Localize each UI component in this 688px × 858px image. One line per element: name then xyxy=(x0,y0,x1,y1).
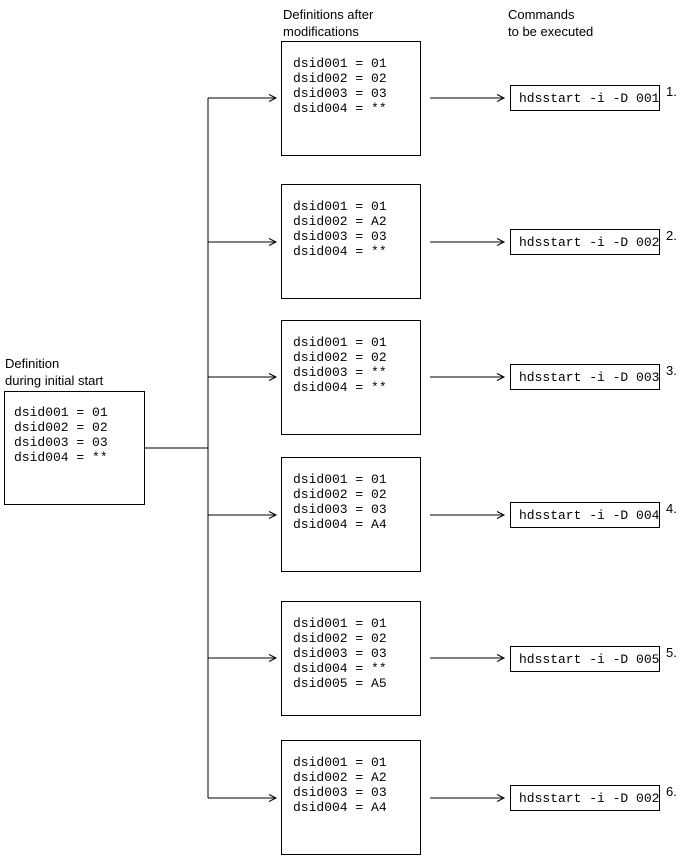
definition-line: dsid002 = A2 xyxy=(293,214,387,229)
definition-line: dsid003 = 03 xyxy=(293,229,387,244)
command-number-3: 3. xyxy=(666,363,677,378)
command-box-6: hdsstart -i -D 002 xyxy=(510,785,660,811)
command-box-3: hdsstart -i -D 003 xyxy=(510,364,660,390)
definition-line: dsid003 = 03 xyxy=(293,86,387,101)
definition-line: dsid004 = A4 xyxy=(293,800,387,815)
definition-line: dsid003 = 03 xyxy=(14,435,108,450)
column-header-initial: Definition during initial start xyxy=(5,356,104,388)
command-arrows xyxy=(430,94,506,802)
command-number-2: 2. xyxy=(666,228,677,243)
definition-line: dsid004 = ** xyxy=(293,244,387,259)
command-number-5: 5. xyxy=(666,645,677,660)
definition-line: dsid001 = 01 xyxy=(14,405,108,420)
definition-line: dsid004 = ** xyxy=(293,101,387,116)
definition-line: dsid002 = 02 xyxy=(293,71,387,86)
column-header-commands: Commands to be executed xyxy=(508,7,594,39)
definition-line: dsid005 = A5 xyxy=(293,676,387,691)
definition-line: dsid003 = 03 xyxy=(293,646,387,661)
command-box-1: hdsstart -i -D 001 xyxy=(510,85,660,111)
definition-line: dsid002 = 02 xyxy=(293,487,387,502)
definition-line: dsid004 = ** xyxy=(293,380,387,395)
command-number-4: 4. xyxy=(666,501,677,516)
definition-line: dsid004 = ** xyxy=(14,450,108,465)
definition-line: dsid003 = ** xyxy=(293,365,387,380)
command-box-5: hdsstart -i -D 005 xyxy=(510,646,660,672)
definition-line: dsid001 = 01 xyxy=(293,199,387,214)
definition-line: dsid001 = 01 xyxy=(293,755,387,770)
column-header-modified: Definitions after modifications xyxy=(283,7,374,39)
definition-line: dsid001 = 01 xyxy=(293,472,387,487)
command-number-1: 1. xyxy=(666,84,677,99)
definition-line: dsid004 = ** xyxy=(293,661,387,676)
definition-line: dsid001 = 01 xyxy=(293,56,387,71)
definition-line: dsid002 = 02 xyxy=(14,420,108,435)
definition-line: dsid001 = 01 xyxy=(293,616,387,631)
branch-arrows xyxy=(208,94,278,802)
definition-line: dsid004 = A4 xyxy=(293,517,387,532)
definition-line: dsid003 = 03 xyxy=(293,785,387,800)
definition-line: dsid002 = A2 xyxy=(293,770,387,785)
definition-line: dsid002 = 02 xyxy=(293,631,387,646)
command-number-6: 6. xyxy=(666,784,677,799)
command-box-2: hdsstart -i -D 002 xyxy=(510,229,660,255)
definition-line: dsid001 = 01 xyxy=(293,335,387,350)
command-box-4: hdsstart -i -D 004 xyxy=(510,502,660,528)
definition-line: dsid003 = 03 xyxy=(293,502,387,517)
definition-line: dsid002 = 02 xyxy=(293,350,387,365)
trunk-lines xyxy=(145,98,209,798)
